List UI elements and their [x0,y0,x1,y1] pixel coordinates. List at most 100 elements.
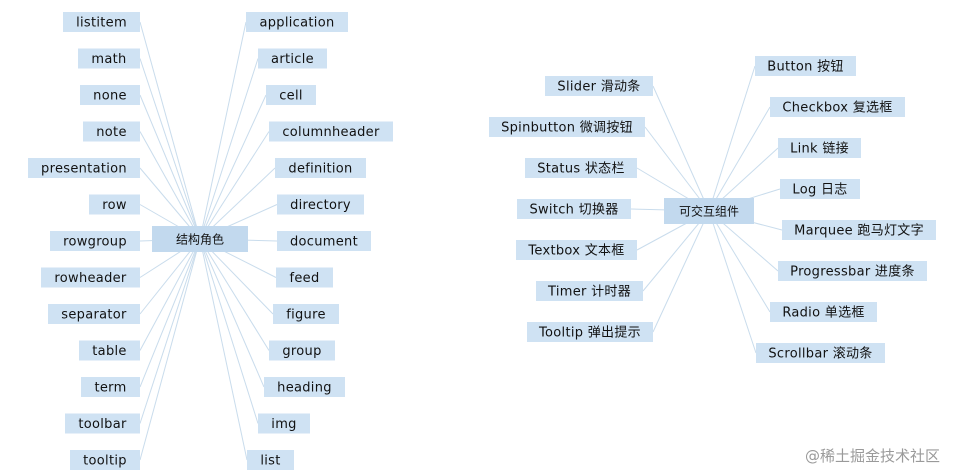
structure-node-term: term [81,377,140,397]
structure-node-rowgroup-label: rowgroup [63,235,127,250]
structure-node-note-box [83,121,140,142]
structure-node-directory: directory [277,194,364,215]
structure-node-separator-box [48,304,140,324]
interactive-node-slider-label: Slider 滑动条 [557,79,640,95]
interactive-node-slider-box [545,76,653,96]
structure-node-definition-box [275,158,366,178]
structure-node-math-label: math [91,52,126,67]
structure-node-table-box [79,340,140,361]
structure-node-row-box [89,194,140,215]
structure-node-cell-box [266,85,316,105]
interactive-node-textbox-label: Textbox 文本框 [527,244,624,259]
structure-node-heading-box [264,377,345,397]
structure-node-cell: cell [266,85,316,105]
interactive-node-checkbox-label: Checkbox 复选框 [782,101,892,116]
structure-node-row-label: row [102,198,127,213]
structure-node-tooltip-label: tooltip [83,454,127,469]
structure-node-none-box [80,85,140,105]
structure-node-separator: separator [48,304,140,324]
interactive-connector-scrollbar [708,210,757,354]
interactive-connector-timer [642,210,710,292]
interactive-node-progressbar-box [778,261,927,281]
interactive-node-timer-label: Timer 计时器 [547,285,631,300]
interactive-node-radio: Radio 单选框 [770,302,877,322]
interactive-center-node: 可交互组件 [664,198,754,224]
structure-node-feed: feed [276,267,333,288]
interactive-node-marquee-label: Marquee 跑马灯文字 [794,224,924,239]
structure-node-table: table [79,340,140,361]
interactive-node-status-label: Status 状态栏 [537,162,625,177]
structure-node-rowgroup-box [50,231,140,251]
structure-node-columnheader-box [269,121,393,142]
structure-node-term-label: term [94,381,126,396]
structure-node-document-box [277,231,371,251]
interactive-node-progressbar: Progressbar 进度条 [778,261,927,281]
structure-connector-none [139,94,201,240]
structure-node-figure: figure [273,304,339,324]
interactive-node-spinbutton-label: Spinbutton 微调按钮 [501,121,633,136]
interactive-node-switch-label: Switch 切换器 [529,203,618,218]
structure-node-separator-label: separator [61,308,127,323]
structure-node-img: img [258,413,310,434]
interactive-node-switch: Switch 切换器 [517,199,631,219]
structure-node-application-box [246,12,348,32]
structure-node-none-label: none [93,89,127,104]
interactive-node-scrollbar: Scrollbar 滚动条 [756,343,885,363]
interactive-center-node-box [664,198,754,224]
structure-node-tooltip-box [70,450,140,470]
structure-connector-tooltip [139,238,201,461]
interactive-node-timer: Timer 计时器 [536,281,643,301]
structure-node-directory-box [277,194,364,215]
structure-center-node-box [152,226,248,252]
structure-connector-cell [199,94,267,240]
structure-node-presentation-box [28,158,140,178]
structure-node-math-box [78,48,140,69]
interactive-node-scrollbar-box [756,343,885,363]
interactive-node-button: Button 按钮 [755,56,856,76]
structure-connector-img [199,238,259,424]
interactive-connector-button [708,65,756,212]
interactive-node-log-label: Log 日志 [792,183,847,198]
interactive-node-marquee: Marquee 跑马灯文字 [782,220,936,240]
interactive-node-radio-label: Radio 单选框 [782,306,864,321]
structure-connector-math [139,58,201,240]
structure-connector-application [199,21,247,240]
watermark: @稀土掘金技术社区 [805,445,940,466]
structure-node-heading: heading [264,377,345,397]
structure-node-cell-label: cell [279,89,303,104]
structure-connector-listitem [139,21,201,240]
structure-node-figure-label: figure [286,308,326,323]
structure-node-row: row [89,194,140,215]
structure-node-group: group [269,340,335,361]
structure-node-columnheader: columnheader [269,121,393,142]
interactive-connector-spinbutton [644,126,710,212]
structure-connector-article [199,58,259,240]
structure-node-list: list [247,450,294,470]
structure-node-article-box [258,48,327,69]
interactive-node-progressbar-label: Progressbar 进度条 [790,264,915,280]
interactive-node-switch-box [517,199,631,219]
structure-node-listitem-label: listitem [76,16,127,31]
interactive-node-tooltip-box [527,322,653,342]
interactive-connector-radio [708,210,771,313]
interactive-node-log: Log 日志 [780,179,860,199]
interactive-node-timer-box [536,281,643,301]
structure-node-term-box [81,377,140,397]
structure-node-directory-label: directory [290,198,351,213]
structure-node-presentation-label: presentation [41,162,127,177]
structure-node-note: note [83,121,140,142]
interactive-node-button-box [755,56,856,76]
structure-node-tooltip: tooltip [70,450,140,470]
interactive-node-scrollbar-label: Scrollbar 滚动条 [768,346,872,362]
interactive-connector-slider [652,85,710,212]
structure-connector-heading [199,238,265,388]
structure-node-listitem-box [63,12,140,32]
interactive-node-link-label: Link 链接 [790,141,849,157]
structure-node-document-label: document [290,235,358,250]
structure-node-rowheader-label: rowheader [54,271,126,286]
structure-node-article-label: article [271,52,314,67]
structure-connector-toolbar [139,238,201,424]
structure-node-none: none [80,85,140,105]
interactive-node-link: Link 链接 [778,138,861,158]
interactive-node-checkbox: Checkbox 复选框 [770,97,905,117]
